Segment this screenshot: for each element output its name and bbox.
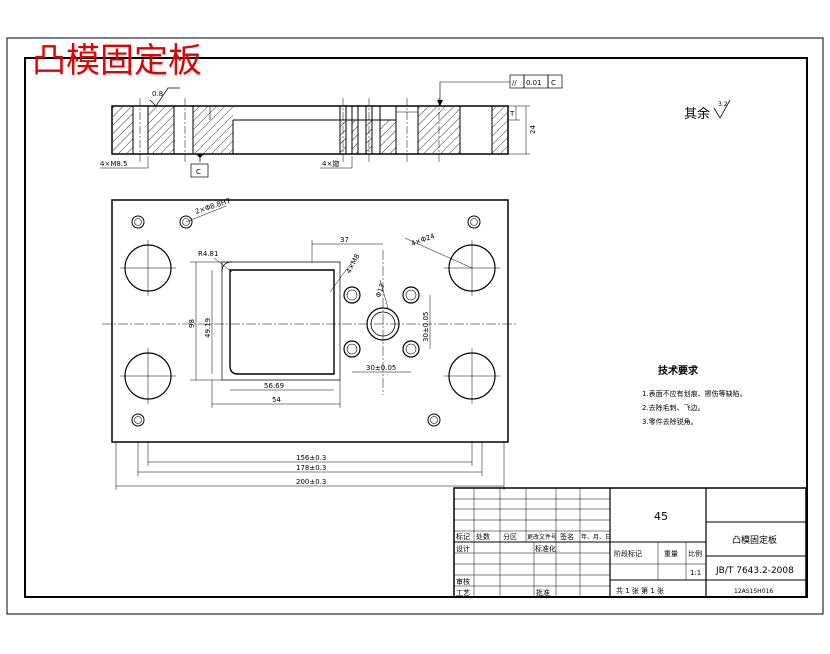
audit-label: 审核 <box>456 577 470 586</box>
standard-number: JB/T 7643.2-2008 <box>715 566 794 576</box>
dim-small-holes: 4×M8 <box>345 253 362 275</box>
part-name: 凸模固定板 <box>732 534 777 546</box>
dim-t: T <box>509 110 515 118</box>
hdr-mark: 标记 <box>456 532 470 541</box>
tech-item-2: 2.去除毛刺、飞边。 <box>642 403 705 412</box>
sheet-count: 共 1 张 第 1 张 <box>616 586 664 595</box>
hdr-sign: 签名 <box>560 532 574 541</box>
dim-r-corner: R4.81 <box>198 250 218 258</box>
section-view <box>100 74 563 178</box>
stamp-title: 凸模固定板 <box>32 41 202 81</box>
approve-label: 批准 <box>536 588 550 597</box>
dim-200: 200±0.3 <box>296 478 326 486</box>
hdr-count: 处数 <box>476 532 490 541</box>
process-label: 工艺 <box>456 589 470 597</box>
dim-mid-holes: 4×锪 <box>322 159 339 168</box>
drawing-code: 12AS15H016 <box>734 588 773 595</box>
plan-view <box>102 199 518 490</box>
dim-56: 56.69 <box>264 382 284 390</box>
scale-value: 1:1 <box>690 569 701 577</box>
roughness-symbol-icon <box>713 99 731 119</box>
outer-frame <box>6 37 824 615</box>
hdr-zone: 分区 <box>503 532 517 541</box>
standardize-label: 标准化 <box>535 544 556 553</box>
other-finish-value: 3.2 <box>718 101 728 108</box>
dim-left-holes: 4×M8.5 <box>100 160 128 168</box>
dim-right-vertical: 30±0.05 <box>422 312 430 342</box>
inner-frame <box>24 57 808 598</box>
tech-item-1: 1.表面不应有划痕、擦伤等缺陷。 <box>642 389 747 398</box>
weight-label: 重量 <box>664 550 678 558</box>
dim-center-hole: Φ17 <box>374 282 386 298</box>
material: 45 <box>654 510 668 523</box>
dim-156: 156±0.3 <box>296 454 326 462</box>
design-label: 设计 <box>456 544 470 553</box>
datum-label: C <box>196 168 201 176</box>
flatness-symbol: // <box>512 79 517 87</box>
roughness-top-label: 0.8 <box>152 90 163 98</box>
stage-mark-label: 阶段标记 <box>614 549 642 558</box>
dim-178: 178±0.3 <box>296 464 326 472</box>
dim-37: 37 <box>340 236 349 244</box>
other-finish-label: 其余 <box>684 106 710 122</box>
tech-title: 技术要求 <box>658 364 699 377</box>
dim-24: 24 <box>529 125 537 134</box>
flatness-value: 0.01 <box>526 79 542 87</box>
flatness-datum: C <box>551 79 556 87</box>
dim-vertical-98: 98 <box>188 319 196 328</box>
tech-item-3: 3.零件去除锐角。 <box>642 417 698 426</box>
dim-54: 54 <box>272 396 281 404</box>
dim-30: 30±0.05 <box>366 364 396 372</box>
hdr-doc: 更改文件号 <box>527 533 557 541</box>
hdr-date: 年、月、日 <box>581 533 611 541</box>
scale-label: 比例 <box>688 549 702 558</box>
dim-vertical-inner: 49.19 <box>204 318 212 338</box>
dim-big-holes: 4×Φ24 <box>410 232 436 248</box>
title-block <box>453 487 807 598</box>
